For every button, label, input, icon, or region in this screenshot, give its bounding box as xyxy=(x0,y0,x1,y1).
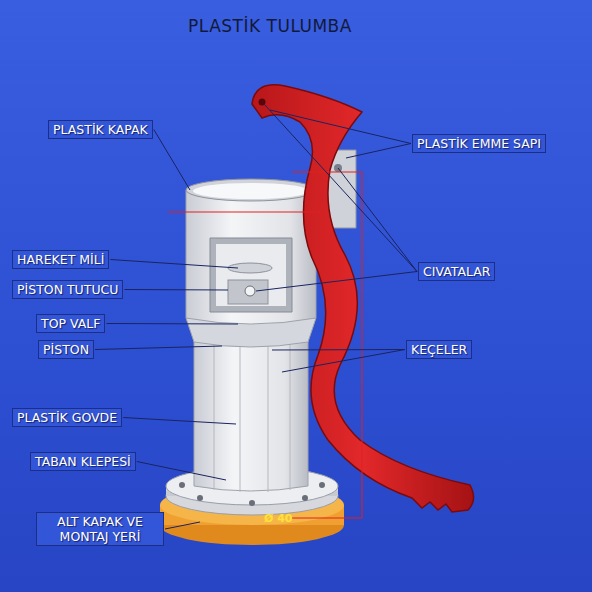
leader-line xyxy=(106,323,238,325)
part-label: CIVATALAR xyxy=(418,262,495,281)
part-label: PLASTİK GOVDE xyxy=(12,408,122,427)
piston-holder xyxy=(228,280,268,304)
leader-line xyxy=(154,130,190,191)
leader-line xyxy=(123,418,236,425)
leader-line xyxy=(338,168,417,272)
leader-line xyxy=(110,260,238,269)
leader-line xyxy=(264,104,417,272)
leader-line xyxy=(165,522,200,529)
leader-line xyxy=(137,462,226,481)
upper-chamber xyxy=(186,190,316,324)
leader-line xyxy=(282,350,405,373)
pump-body xyxy=(194,340,308,491)
leader-line xyxy=(270,110,411,144)
part-label: TOP VALF xyxy=(36,314,105,333)
part-label: PLASTİK KAPAK xyxy=(48,120,153,139)
plastic-cover xyxy=(186,179,316,201)
title: PLASTİK TULUMBA xyxy=(0,16,540,36)
leader-line xyxy=(124,289,228,291)
part-label: PİSTON xyxy=(38,340,94,359)
leader-line xyxy=(256,272,417,292)
part-label: KEÇELER xyxy=(406,340,472,359)
dimension-label: Ø 40 xyxy=(262,512,295,525)
part-label: TABAN KLEPESİ xyxy=(30,452,136,471)
part-label: PLASTİK EMME SAPI xyxy=(412,134,546,153)
part-label: ALT KAPAK VE MONTAJ YERİ xyxy=(36,512,164,546)
leader-line xyxy=(272,349,405,351)
part-label: HAREKET MİLİ xyxy=(12,250,109,269)
leader-line xyxy=(95,346,222,350)
part-label: PİSTON TUTUCU xyxy=(12,280,123,299)
leader-line xyxy=(346,144,411,159)
